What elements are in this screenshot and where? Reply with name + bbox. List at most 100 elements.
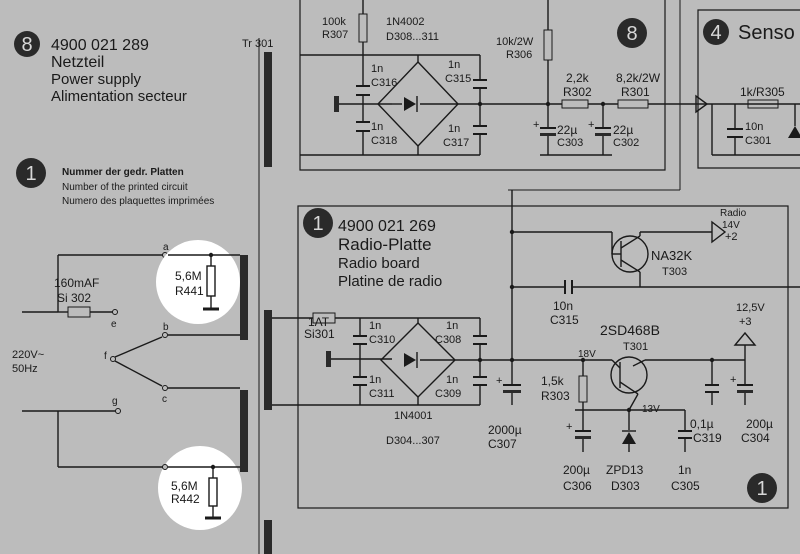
legend: 1 Nummer der gedr. Platten Number of the… [16, 158, 214, 207]
resistor-r307 [358, 13, 368, 43]
badge-number: 8 [21, 34, 32, 56]
radio-diode-refs: D304...307 [386, 435, 440, 447]
c306-value: 200µ [563, 463, 590, 477]
si301-ref: Si301 [304, 327, 335, 341]
c302-ref: C302 [613, 137, 639, 149]
r306-ref: R306 [506, 49, 532, 61]
legend-line-fr: Numero des plaquettes imprimées [62, 196, 214, 207]
fuse-rating: 160mAF [54, 276, 99, 290]
r441-ref: R441 [175, 284, 204, 298]
radio-footer-badge-circle [747, 473, 777, 503]
c310-ref: C310 [369, 334, 395, 346]
power-supply-header: 8 4900 021 289 Netzteil Power supply Ali… [14, 31, 187, 105]
c304-ref: C304 [741, 431, 770, 445]
power-supply-title-en: Power supply [51, 71, 142, 88]
mains-voltage: 220V~ [12, 349, 44, 361]
c307-ref: C307 [488, 437, 517, 451]
c308-value: 1n [446, 320, 458, 332]
r303-value: 1,5k [541, 374, 565, 388]
transformer-winding-bottom [264, 520, 272, 554]
sensor-board-outline [697, 9, 800, 169]
radio-out-line3: +2 [725, 231, 738, 243]
legend-badge-number: 1 [25, 163, 36, 185]
radio-diode-type: 1N4001 [394, 410, 433, 422]
legend-line-de: Nummer der gedr. Platten [62, 167, 184, 178]
c316-ref: C316 [371, 77, 397, 89]
radio-out-line2: 14V [722, 220, 740, 231]
transformer-secondary-winding [264, 310, 272, 410]
highlight-r441: 5,6M R441 [156, 240, 240, 324]
c317-value: 1n [448, 123, 460, 135]
ground-stub [334, 96, 339, 112]
resistor-r302 [561, 99, 589, 109]
c318-ref: C318 [371, 135, 397, 147]
d303-value: ZPD13 [606, 463, 644, 477]
r441-value: 5,6M [175, 269, 202, 283]
r307-ref: R307 [322, 29, 348, 41]
r302-ref: R302 [563, 85, 592, 99]
terminal-e [112, 309, 118, 315]
radio-output-arrow [711, 220, 727, 244]
si301-value: 1AT [308, 315, 330, 329]
terminal-b-label: b [163, 322, 169, 333]
bridge-diode-symbol [404, 353, 416, 367]
c308-ref: C308 [435, 334, 461, 346]
transformer: Tr 301 [240, 38, 273, 554]
terminal-g [115, 408, 121, 414]
terminal-e-label: e [111, 319, 117, 330]
out-12v-line2: +3 [739, 316, 752, 328]
r306-value: 10k/2W [496, 36, 534, 48]
r442-value: 5,6M [171, 479, 198, 493]
c317-ref: C317 [443, 137, 469, 149]
t301-type: 2SD468B [600, 322, 660, 338]
c306-ref: C306 [563, 479, 592, 493]
c305-ref: C305 [671, 479, 700, 493]
c307-plus: + [496, 375, 502, 387]
c315-top-ref: C315 [445, 73, 471, 85]
transformer-primary-winding-1 [240, 255, 248, 340]
top-board: 8 100k R307 1N4002 D308...311 1n C316 1n… [299, 0, 800, 191]
c303-plus: + [533, 119, 539, 131]
t301-ref: T301 [623, 341, 648, 353]
terminal-f [110, 356, 116, 362]
radio-title-de: Radio-Platte [338, 235, 432, 254]
c306-plus: + [566, 421, 572, 433]
mains-frequency: 50Hz [12, 363, 38, 375]
zener-d303 [622, 432, 636, 444]
c309-value: 1n [446, 374, 458, 386]
top-board-badge-circle [617, 18, 647, 48]
c311-value: 1n [369, 374, 381, 386]
r302-value: 2,2k [566, 71, 590, 85]
terminal-a-label: a [163, 242, 169, 253]
c309-ref: C309 [435, 388, 461, 400]
sensor-badge-circle [703, 19, 729, 45]
radio-footer-badge: 1 [756, 478, 767, 500]
r301-value: 8,2k/2W [616, 71, 661, 85]
terminal-g-label: g [112, 396, 118, 407]
radio-board: 1 4900 021 269 Radio-Platte Radio board … [272, 190, 800, 509]
c301-ref: C301 [745, 135, 771, 147]
c319-value: 0,1µ [690, 417, 714, 431]
c310-value: 1n [369, 320, 381, 332]
t303-type: NA32K [651, 248, 693, 263]
t303-ref: T303 [662, 266, 687, 278]
highlight-r442: 5,6M R442 [158, 446, 242, 530]
radio-part-number: 4900 021 269 [338, 218, 436, 235]
node-13v: 13V [642, 404, 660, 415]
top-diode-refs: D308...311 [386, 31, 439, 43]
c304-plus: + [730, 374, 736, 386]
c315-ref: C315 [550, 313, 579, 327]
c302-plus: + [588, 119, 594, 131]
radio-title-en: Radio board [338, 255, 420, 272]
terminal-c [162, 385, 168, 391]
power-supply-title-fr: Alimentation secteur [51, 88, 187, 105]
output-12v-arrow [733, 331, 757, 346]
c303-value: 22µ [557, 123, 577, 137]
terminal-c-label: c [162, 394, 167, 405]
sensor-diode [788, 126, 800, 138]
resistor-r441-body [206, 265, 216, 297]
c316-value: 1n [371, 63, 383, 75]
ground-stub [326, 351, 331, 367]
terminal-f-label: f [104, 351, 107, 362]
c303-ref: C303 [557, 137, 583, 149]
